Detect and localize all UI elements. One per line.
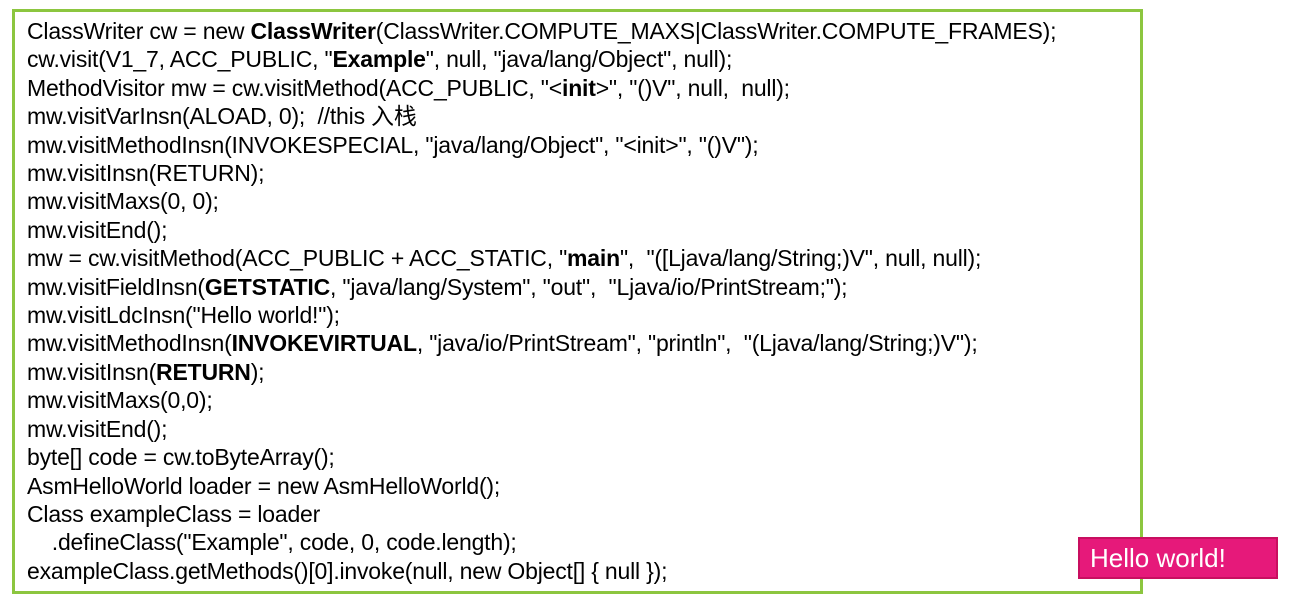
code-line: Class exampleClass = loader bbox=[27, 500, 1140, 528]
code-line: byte[] code = cw.toByteArray(); bbox=[27, 443, 1140, 471]
code-text: mw.visitMaxs(0,0); bbox=[27, 387, 213, 414]
code-line: mw.visitMaxs(0, 0); bbox=[27, 187, 1140, 215]
code-text: ); bbox=[250, 358, 265, 385]
code-text: Class exampleClass = loader bbox=[27, 500, 321, 527]
code-text: ", "([Ljava/lang/String;)V", null, null)… bbox=[619, 245, 982, 272]
code-line: mw = cw.visitMethod(ACC_PUBLIC + ACC_STA… bbox=[27, 244, 1140, 272]
code-text: mw.visitVarInsn(ALOAD, 0); //this 入栈 bbox=[27, 103, 417, 130]
code-text: ", null, "java/lang/Object", null); bbox=[425, 46, 733, 73]
code-text: mw = cw.visitMethod(ACC_PUBLIC + ACC_STA… bbox=[27, 245, 568, 272]
code-line: mw.visitMethodInsn(INVOKESPECIAL, "java/… bbox=[27, 131, 1140, 159]
code-text: , "java/io/PrintStream", "println", "(Lj… bbox=[416, 330, 978, 357]
code-text: mw.visitMethodInsn( bbox=[27, 330, 232, 357]
code-text: (ClassWriter.COMPUTE_MAXS|ClassWriter.CO… bbox=[375, 18, 1057, 44]
code-keyword-bold: ClassWriter bbox=[250, 18, 376, 44]
code-text: mw.visitEnd(); bbox=[27, 216, 168, 243]
code-line: mw.visitLdcInsn("Hello world!"); bbox=[27, 301, 1140, 329]
code-keyword-bold: RETURN bbox=[156, 358, 251, 385]
code-line: ClassWriter cw = new ClassWriter(ClassWr… bbox=[27, 17, 1140, 45]
code-line: mw.visitMethodInsn(INVOKEVIRTUAL, "java/… bbox=[27, 329, 1140, 357]
code-text: mw.visitFieldInsn( bbox=[27, 273, 205, 300]
code-text: >", "()V", null, null); bbox=[595, 74, 790, 101]
code-listing-box: ClassWriter cw = new ClassWriter(ClassWr… bbox=[12, 9, 1143, 594]
code-keyword-bold: main bbox=[567, 245, 620, 272]
code-text: exampleClass.getMethods()[0].invoke(null… bbox=[27, 557, 668, 584]
code-line: mw.visitInsn(RETURN); bbox=[27, 159, 1140, 187]
code-line: cw.visit(V1_7, ACC_PUBLIC, "Example", nu… bbox=[27, 45, 1140, 73]
program-output-badge: Hello world! bbox=[1078, 537, 1278, 579]
code-text: mw.visitInsn( bbox=[27, 358, 157, 385]
code-keyword-bold: INVOKEVIRTUAL bbox=[231, 330, 417, 357]
code-text: cw.visit(V1_7, ACC_PUBLIC, " bbox=[27, 46, 333, 73]
code-text: mw.visitInsn(RETURN); bbox=[27, 160, 265, 187]
code-text: ClassWriter cw = new bbox=[27, 18, 251, 44]
code-line: mw.visitEnd(); bbox=[27, 216, 1140, 244]
code-text: MethodVisitor mw = cw.visitMethod(ACC_PU… bbox=[27, 74, 562, 101]
code-line: AsmHelloWorld loader = new AsmHelloWorld… bbox=[27, 472, 1140, 500]
code-text: .defineClass("Example", code, 0, code.le… bbox=[27, 529, 517, 556]
code-line: mw.visitVarInsn(ALOAD, 0); //this 入栈 bbox=[27, 102, 1140, 130]
code-line: MethodVisitor mw = cw.visitMethod(ACC_PU… bbox=[27, 74, 1140, 102]
code-text: byte[] code = cw.toByteArray(); bbox=[27, 444, 335, 471]
code-keyword-bold: GETSTATIC bbox=[204, 273, 331, 300]
code-line: mw.visitEnd(); bbox=[27, 415, 1140, 443]
code-keyword-bold: Example bbox=[332, 46, 426, 73]
code-text: mw.visitMethodInsn(INVOKESPECIAL, "java/… bbox=[27, 131, 759, 158]
code-text: mw.visitLdcInsn("Hello world!"); bbox=[27, 302, 340, 329]
code-text: mw.visitMaxs(0, 0); bbox=[27, 188, 219, 215]
code-line: .defineClass("Example", code, 0, code.le… bbox=[27, 528, 1140, 556]
code-keyword-bold: init bbox=[562, 74, 596, 101]
code-text: , "java/lang/System", "out", "Ljava/io/P… bbox=[330, 273, 848, 300]
code-line: mw.visitFieldInsn(GETSTATIC, "java/lang/… bbox=[27, 273, 1140, 301]
code-text: mw.visitEnd(); bbox=[27, 415, 168, 442]
code-line: exampleClass.getMethods()[0].invoke(null… bbox=[27, 557, 1140, 585]
code-line: mw.visitMaxs(0,0); bbox=[27, 386, 1140, 414]
code-text: AsmHelloWorld loader = new AsmHelloWorld… bbox=[27, 472, 501, 499]
code-line: mw.visitInsn(RETURN); bbox=[27, 358, 1140, 386]
